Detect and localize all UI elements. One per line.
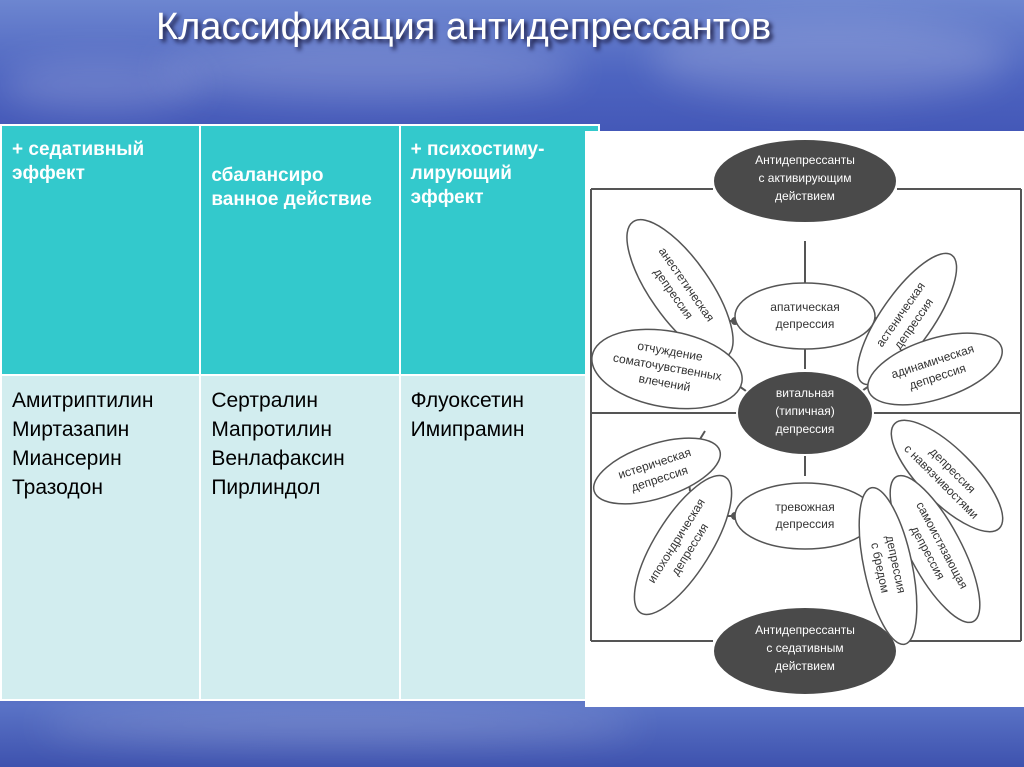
drug-name: Миансерин: [12, 447, 122, 470]
node-delusional-depression: [858, 486, 918, 646]
drug-name: Миртазапин: [12, 418, 130, 441]
node-text: депрессия: [776, 422, 835, 436]
node-text: действием: [775, 189, 835, 203]
table-header-row: + седативный эффект сбалансиро ванное де…: [0, 124, 601, 376]
drug-name: Амитриптилин: [12, 389, 154, 412]
node-text: Антидепрессанты: [755, 623, 855, 637]
diagram-svg: Антидепрессанты с активирующим действием…: [590, 138, 1022, 696]
header-stimulating: + психостиму-лирующий эффект: [398, 124, 601, 376]
node-text: депрессия: [776, 517, 835, 531]
node-text: депрессия: [776, 317, 835, 331]
node-anxious-depression: [734, 482, 876, 550]
node-adynamic-depression: [867, 332, 1003, 406]
node-text: Антидепрессанты: [755, 153, 855, 167]
node-text: апатическая: [770, 300, 839, 314]
depression-types-diagram: Антидепрессанты с активирующим действием…: [585, 131, 1024, 707]
drug-name: Венлафаксин: [211, 447, 345, 470]
node-text: (типичная): [775, 404, 834, 418]
header-sedative: + седативный эффект: [0, 124, 202, 376]
drug-name: Мапротилин: [211, 418, 332, 441]
node-text: с седативным: [766, 641, 843, 655]
node-vital-depression: витальная (типичная) депрессия: [736, 370, 874, 456]
page-title: Классификация антидепрессантов: [156, 6, 772, 48]
node-hysteric-depression: [592, 437, 722, 505]
drug-name: Тразодон: [12, 476, 103, 499]
classification-table: + седативный эффект сбалансиро ванное де…: [0, 124, 601, 701]
node-activating-antidepressants: Антидепрессанты с активирующим действием: [712, 138, 898, 224]
node-sedative-antidepressants: Антидепрессанты с седативным действием: [712, 606, 898, 696]
node-text: действием: [775, 659, 835, 673]
table-drugs-row: Амитриптилин Миртазапин Миансерин Тразод…: [0, 374, 601, 701]
drug-name: Имипрамин: [410, 418, 525, 441]
node-text: тревожная: [775, 500, 834, 514]
drugs-stimulating-cell: Флуоксетин Имипрамин: [398, 374, 601, 701]
drug-name: Пирлиндол: [211, 476, 321, 499]
drug-name: Сертралин: [211, 389, 318, 412]
node-text: витальная: [776, 386, 834, 400]
node-text: с активирующим: [758, 171, 851, 185]
node-asthenic-depression: [856, 252, 958, 386]
drugs-balanced-cell: Сертралин Мапротилин Венлафаксин Пирлинд…: [199, 374, 401, 701]
drug-name: Флуоксетин: [410, 389, 524, 412]
drugs-sedative-cell: Амитриптилин Миртазапин Миансерин Тразод…: [0, 374, 202, 701]
node-alienation: [591, 328, 743, 410]
node-hypochondriac-depression: [633, 474, 733, 616]
node-apathetic-depression: [734, 282, 876, 350]
header-balanced: сбалансиро ванное действие: [199, 124, 401, 376]
